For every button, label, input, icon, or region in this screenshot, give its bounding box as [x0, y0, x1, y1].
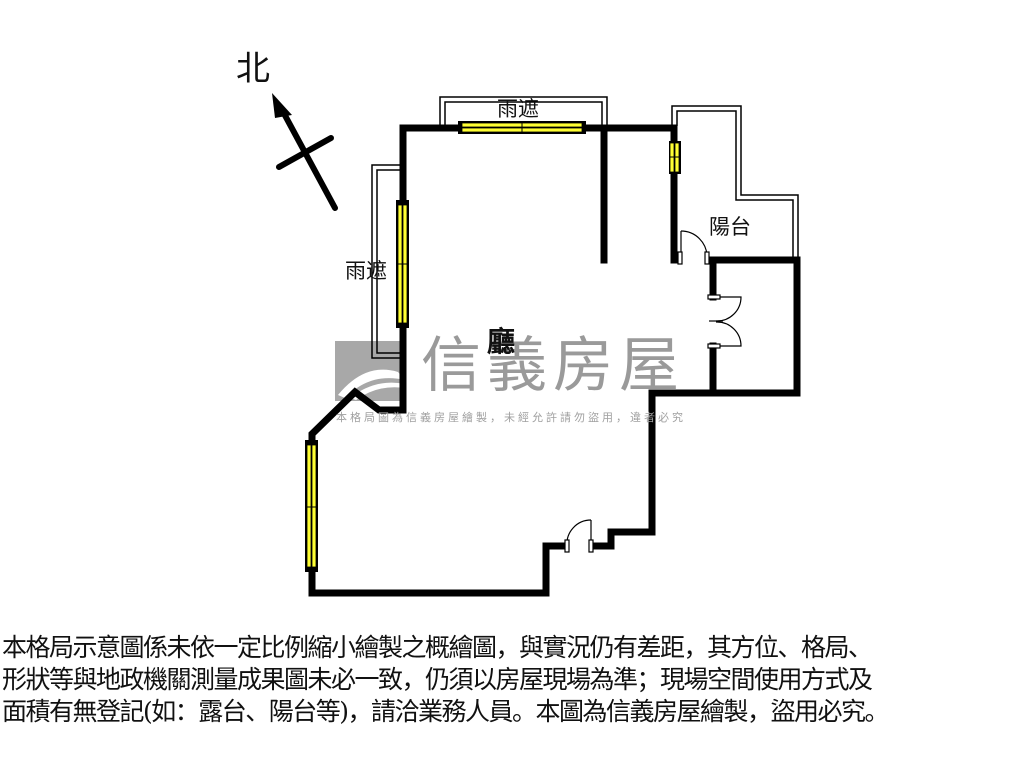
- watermark-brand: 信義房屋: [421, 331, 685, 401]
- disclaimer: 本格局示意圖係未依一定比例縮小繪製之概繪圖，與實況仍有差距，其方位、格局、 形狀…: [2, 632, 1024, 728]
- label-canopy-left: 雨遮: [345, 259, 387, 283]
- window-left: [396, 200, 409, 328]
- north-arrow-icon: [272, 93, 338, 211]
- balcony-outline: [671, 105, 799, 258]
- watermark-logo-icon: [335, 341, 405, 401]
- window-balcony: [669, 141, 681, 174]
- label-balcony: 陽台: [709, 215, 751, 239]
- compass-label: 北: [236, 49, 270, 89]
- canopy-left: [371, 164, 402, 359]
- watermark-notice: 本格局圖為信義房屋繪製，未經允許請勿盜用，違者必究: [336, 411, 686, 424]
- canopy-top: [439, 96, 608, 126]
- label-canopy-top: 雨遮: [497, 97, 539, 121]
- door-entrance[interactable]: [564, 519, 594, 553]
- floor-plan: [272, 93, 801, 597]
- window-top: [458, 121, 586, 134]
- disclaimer-line: 面積有無登記(如：露台、陽台等)，請洽業務人員。本圖為信義房屋繪製，盜用必究。: [2, 697, 890, 726]
- door-balcony[interactable]: [677, 230, 710, 265]
- disclaimer-line: 形狀等與地政機關測量成果圖未必一致，仍須以房屋現場為準；現場空間使用方式及: [2, 665, 873, 694]
- door-double[interactable]: [707, 294, 742, 349]
- label-living-room: 廳: [487, 325, 516, 358]
- disclaimer-line: 本格局示意圖係未依一定比例縮小繪製之概繪圖，與實況仍有差距，其方位、格局、: [2, 633, 873, 662]
- window-lower-left: [305, 440, 318, 572]
